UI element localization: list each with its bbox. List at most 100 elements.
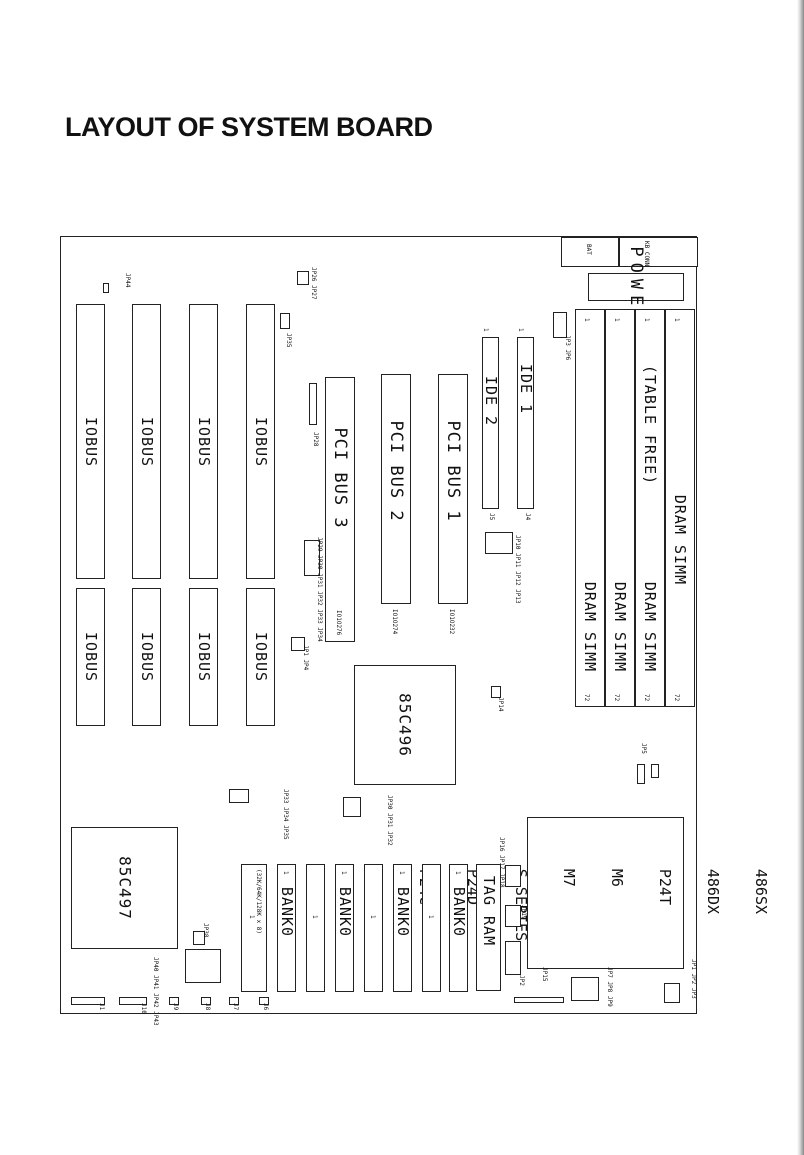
simm-pin-1: 1 bbox=[673, 318, 680, 322]
jumper-jp1-jp3 bbox=[664, 983, 680, 1003]
connector-j10 bbox=[119, 997, 147, 1005]
jumper-jp2 bbox=[505, 941, 521, 975]
cpu-list: 486SX 486DX P24T M6 M7 S-SERIES P24D P24… bbox=[385, 869, 801, 941]
bank0-pin: 1 bbox=[282, 871, 289, 875]
tag-ram-label: TAG RAM bbox=[479, 876, 498, 947]
bank0-label: BANK0 bbox=[335, 886, 354, 937]
jumper-jp35-label: JP35 bbox=[285, 333, 292, 348]
system-board: BAT KB CONN POWER 1 DRAM SIMM 72 1 (TABL… bbox=[60, 236, 770, 1026]
connector-j7 bbox=[229, 997, 239, 1005]
simm-label: DRAM SIMM bbox=[641, 581, 659, 672]
jumper-jp19 bbox=[505, 905, 521, 927]
jumper-jp3-jp6 bbox=[553, 312, 567, 338]
ide-2-connector: IDE 2 bbox=[481, 337, 500, 509]
connector-j8-label: J8 bbox=[204, 1003, 211, 1011]
pci-slot-1-label: PCI BUS 1 bbox=[443, 420, 463, 522]
jumper-jp5b bbox=[651, 764, 659, 778]
jumper-jp7-jp9-label: JP7 JP8 JP9 bbox=[606, 967, 613, 1007]
bank0-slot: 1 bbox=[422, 864, 441, 992]
jumper-jp44-label: JP44 bbox=[124, 273, 131, 288]
iobus-slot-3: IOBUS bbox=[189, 304, 218, 579]
simm-pin-1: 1 bbox=[643, 318, 650, 322]
ide-1-connector: IDE 1 bbox=[516, 337, 535, 509]
page-title: LAYOUT OF SYSTEM BOARD bbox=[65, 112, 433, 142]
keyboard-connector: KB CONN bbox=[619, 237, 698, 267]
connector-j6 bbox=[259, 997, 269, 1005]
dram-simm-slot-2: 1 (TABLE FREE) DRAM SIMM 72 bbox=[635, 309, 665, 707]
iobus-short-slot-3: IOBUS bbox=[189, 588, 218, 726]
pci-slot-1: PCI BUS 1 IO1O232 bbox=[438, 374, 468, 634]
jumper-jp16-jp18 bbox=[505, 865, 521, 887]
iobus-label: IOBUS bbox=[137, 416, 156, 467]
connector-j1-label: J1 bbox=[98, 1003, 105, 1011]
bank0-pin: 1 bbox=[311, 915, 318, 919]
bank0-label: BANK0 bbox=[449, 886, 468, 937]
pci-slot-2: PCI BUS 2 IO1O274 bbox=[381, 374, 411, 634]
jumper-jp38 bbox=[193, 931, 205, 945]
jumper-jp40-jp43-label: JP40 JP41 JP42 JP43 bbox=[152, 957, 159, 1026]
iobus-short-slot-4: IOBUS bbox=[246, 588, 275, 726]
power-connector: POWER bbox=[588, 246, 684, 328]
jumper-jp14-label: JP14 bbox=[497, 697, 504, 712]
jumper-jp2-label: JP2 bbox=[518, 975, 525, 986]
jumper-jp7-jp9 bbox=[571, 977, 599, 1001]
ide-2-label: IDE 2 bbox=[481, 375, 500, 426]
jumper-jp26-jp27-label: JP26 JP27 bbox=[310, 267, 317, 300]
iobus-slot-1: IOBUS bbox=[76, 304, 105, 579]
pci-slot-2-code: IO1O274 bbox=[391, 609, 398, 635]
bank0-slot: 1 BANK0 bbox=[335, 864, 354, 992]
cpu-type: P24T bbox=[656, 868, 675, 905]
dram-simm-slot-3: 1 DRAM SIMM 72 bbox=[605, 309, 635, 707]
bank0-pin: 1 bbox=[248, 915, 255, 919]
connector-j10-label: J10 bbox=[140, 1003, 147, 1014]
iobus-slot-4: IOBUS bbox=[246, 304, 275, 579]
table-free-label: (TABLE FREE) bbox=[641, 364, 659, 486]
jumper-jp10-jp13 bbox=[485, 532, 513, 554]
jumper-jp44 bbox=[103, 283, 109, 293]
ide-1-conn-label: J4 bbox=[524, 513, 531, 521]
bank0-pin: 1 bbox=[398, 871, 405, 875]
bank0-label: BANK0 bbox=[277, 886, 296, 937]
cpu-type: M6 bbox=[608, 868, 627, 887]
jumper-jp14 bbox=[491, 686, 501, 698]
simm-pin-1: 1 bbox=[583, 318, 590, 322]
chip-85c497-label: 85C497 bbox=[115, 856, 134, 920]
jumper-jp30-jp32 bbox=[343, 797, 361, 817]
bank0-slot: 1 BANK0 bbox=[393, 864, 412, 992]
simm-label: DRAM SIMM bbox=[611, 581, 629, 672]
bank0-pin: 1 bbox=[454, 871, 461, 875]
iobus-label: IOBUS bbox=[81, 631, 100, 683]
iobus-label: IOBUS bbox=[251, 631, 270, 683]
jumper-jp26-jp27 bbox=[297, 271, 309, 285]
jumper-jp3-jp6-label: JP3 JP6 bbox=[564, 335, 571, 361]
bank0-label: BANK0 bbox=[393, 886, 412, 937]
pci-slot-3: PCI BUS 3 IO1O276 bbox=[325, 377, 355, 642]
bank0-pin: 1 bbox=[427, 915, 434, 919]
dram-simm-slot-1: 1 DRAM SIMM 72 bbox=[665, 309, 695, 707]
iobus-label: IOBUS bbox=[194, 631, 213, 683]
cpu-type: M7 bbox=[560, 868, 579, 887]
jumper-jp30-jp32-label: JP30 JP31 JP32 bbox=[386, 795, 393, 846]
connector-j7-label: J7 bbox=[232, 1003, 239, 1011]
jumper-jp1-jp4 bbox=[291, 637, 305, 651]
iobus-label: IOBUS bbox=[251, 416, 270, 467]
chip-85c496-label: 85C496 bbox=[395, 693, 415, 757]
connector-j8 bbox=[201, 997, 211, 1005]
simm-pin-72: 72 bbox=[613, 694, 620, 702]
connector-j1 bbox=[71, 997, 105, 1005]
ide-1-pin: 1 bbox=[517, 328, 524, 332]
chip-85c497: 85C497 bbox=[71, 827, 178, 949]
jumper-jp19-label: JP19 bbox=[520, 905, 527, 920]
iobus-label: IOBUS bbox=[194, 416, 213, 467]
pci-slot-3-label: PCI BUS 3 bbox=[330, 427, 350, 529]
bank0-slot: 1 BANK0 bbox=[277, 864, 296, 992]
iobus-short-slot-2: IOBUS bbox=[132, 588, 161, 726]
bank-size-label: (32K/64K/128K x 8) bbox=[255, 869, 262, 935]
ide-2-conn-label: J5 bbox=[488, 513, 495, 521]
ide-1-label: IDE 1 bbox=[516, 363, 535, 415]
bank0-slot: 1 BANK0 bbox=[449, 864, 468, 992]
battery-block: BAT bbox=[561, 237, 619, 267]
bank0-slot: 1 bbox=[364, 864, 383, 992]
cpu-type: 486DX bbox=[704, 868, 723, 915]
ide-2-pin: 1 bbox=[482, 328, 489, 332]
